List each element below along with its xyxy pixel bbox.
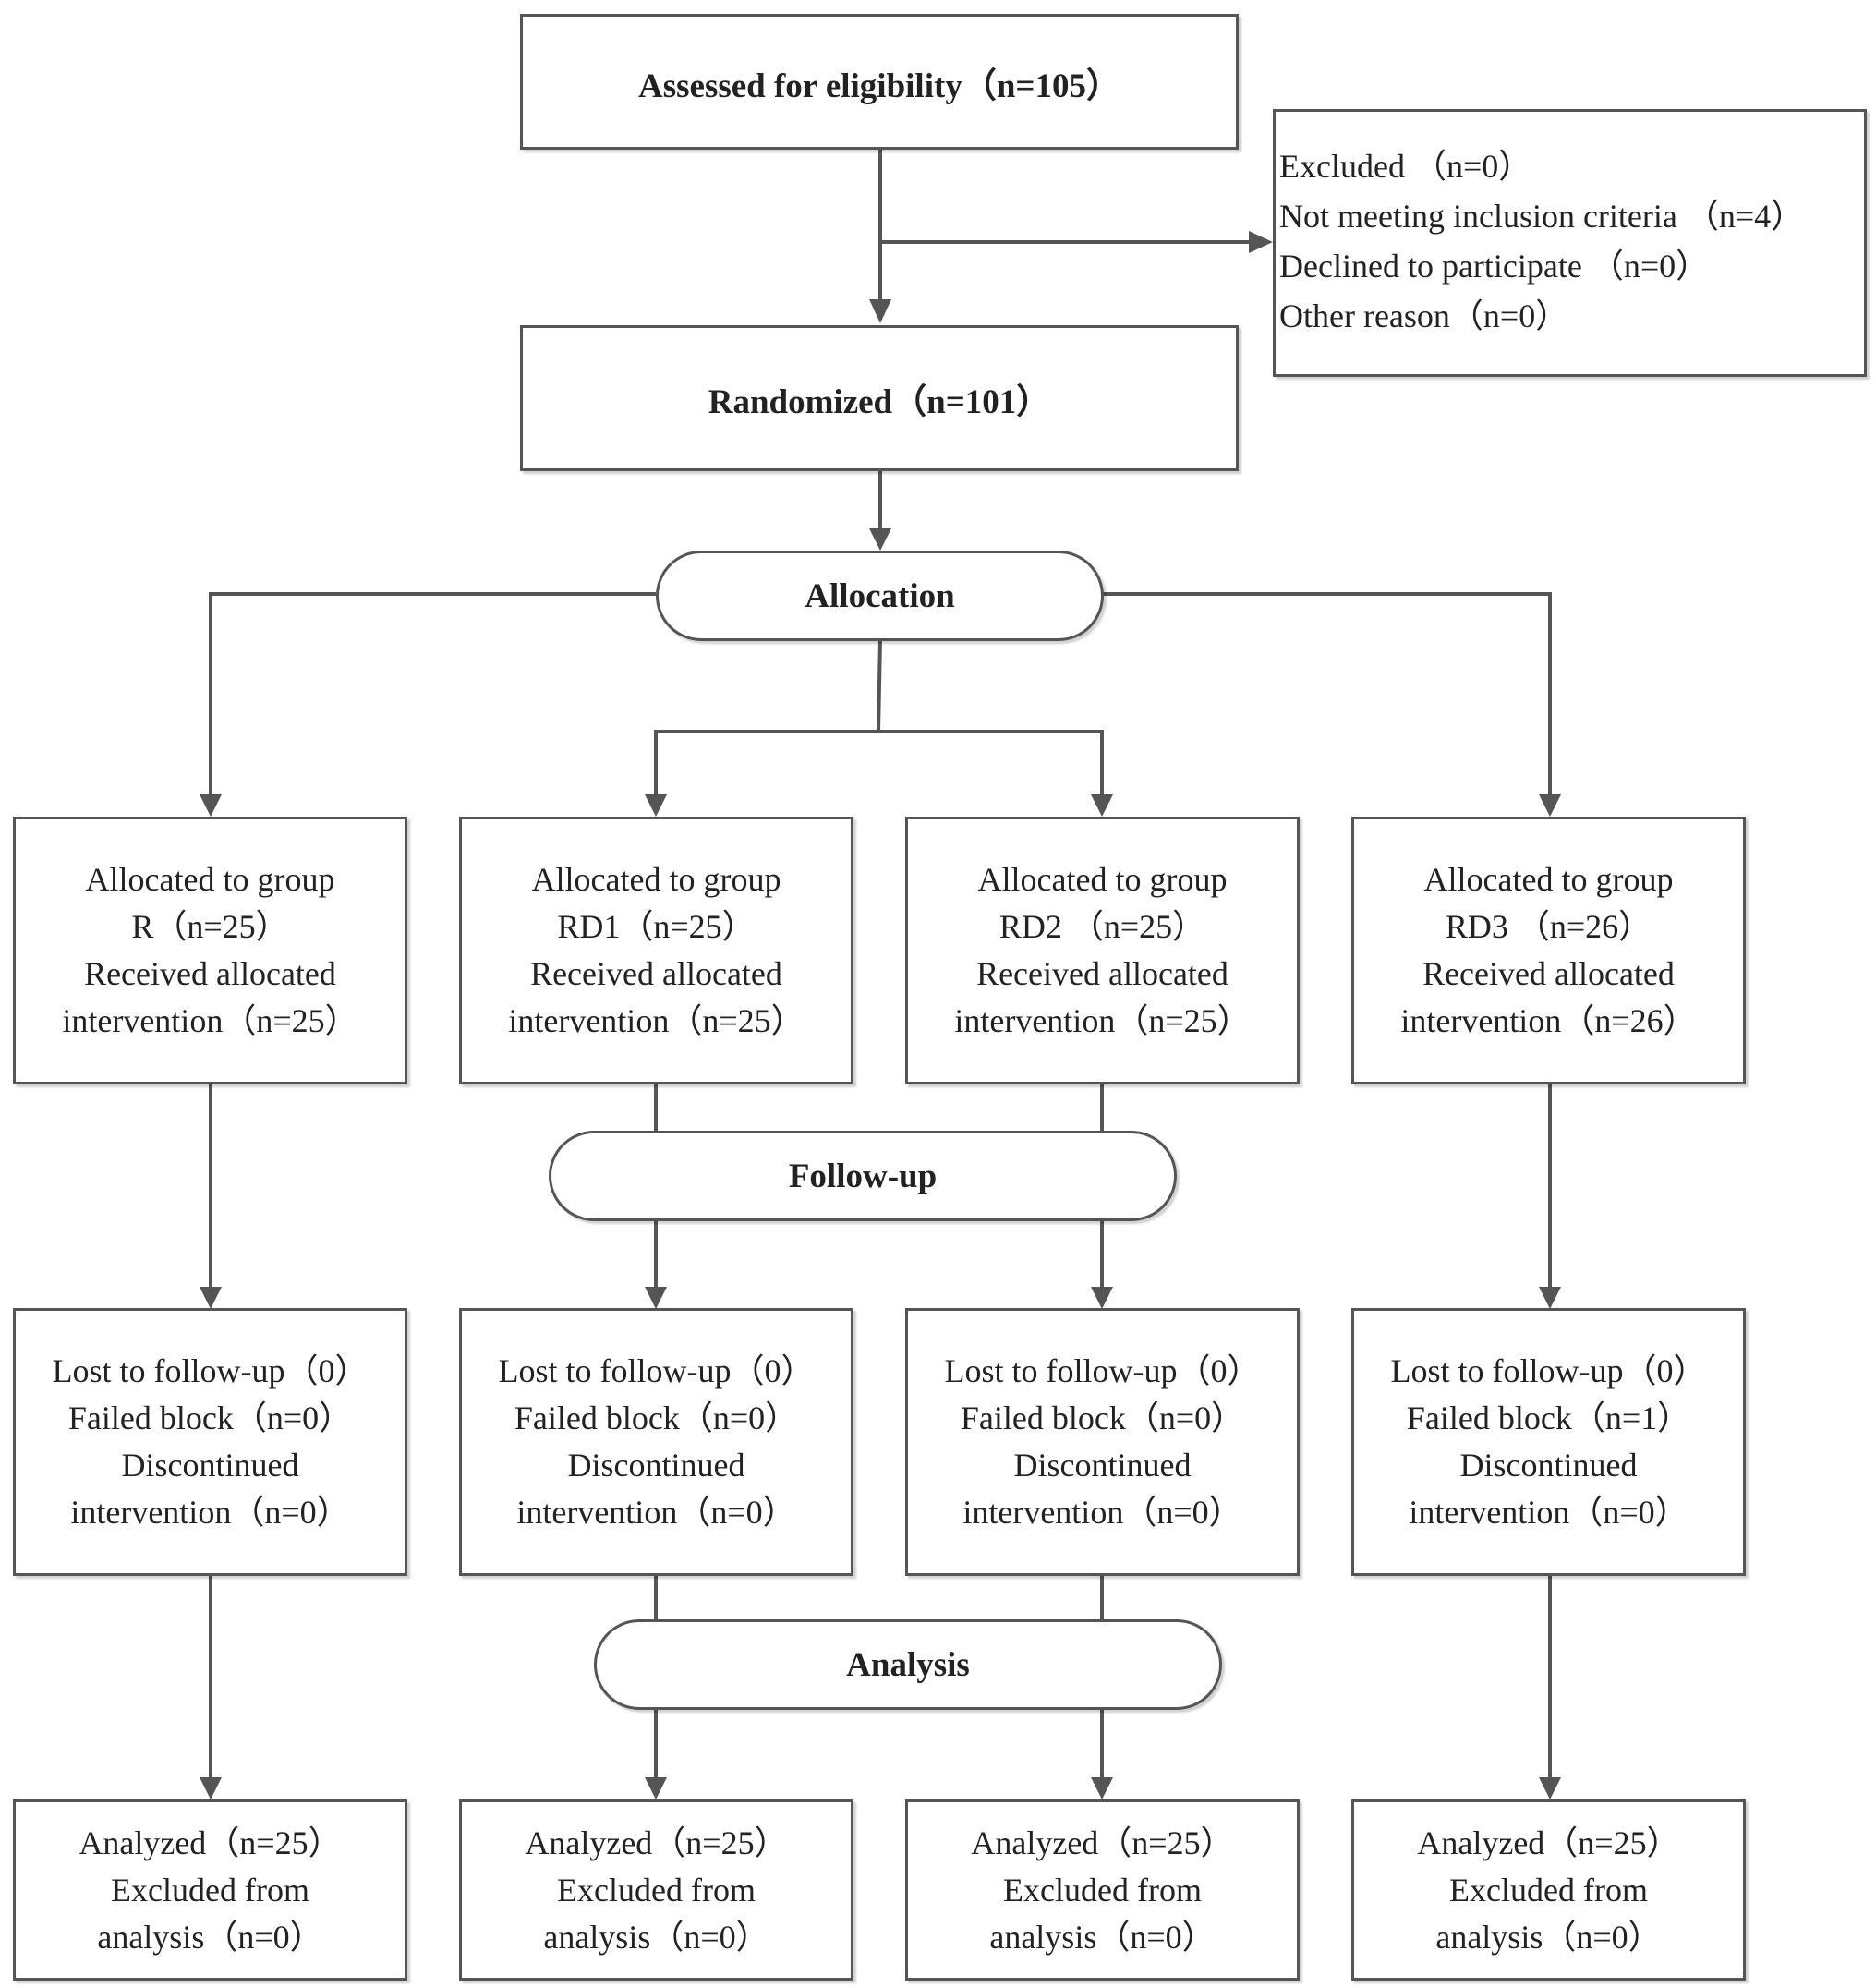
- allocated-line: Allocated to group: [977, 861, 1228, 898]
- allocated-line: Allocated to group: [85, 861, 335, 898]
- failed-block-line: Failed block（n=1）: [1406, 1399, 1691, 1436]
- arrowhead-analysis-rd3: [1539, 1777, 1561, 1799]
- analysis-count-line: analysis（n=0）: [989, 1918, 1216, 1956]
- intervention-line: intervention（n=0）: [1409, 1494, 1688, 1531]
- group-line: RD1（n=25）: [557, 908, 756, 945]
- arrowhead-analysis-rd1: [645, 1777, 667, 1799]
- allocated-line: Allocated to group: [1423, 861, 1674, 898]
- received-line: Received allocated: [84, 955, 336, 992]
- excluded-line: Excluded （n=0）: [1279, 148, 1532, 185]
- analyzed-line: Analyzed（n=25）: [971, 1823, 1234, 1861]
- connector-allocation-stem: [877, 638, 882, 733]
- excluded-from-line: Excluded from: [111, 1871, 309, 1908]
- excluded-from-line: Excluded from: [1003, 1871, 1202, 1908]
- analyzed-line: Analyzed（n=25）: [525, 1823, 788, 1861]
- discontinued-line: Discontinued: [567, 1447, 745, 1484]
- intervention-line: intervention（n=0）: [962, 1494, 1242, 1531]
- connector-allocation-group-rd3: [1102, 592, 1552, 800]
- arrowhead-analysis-r: [200, 1777, 222, 1799]
- intervention-line: intervention（n=25）: [508, 1002, 805, 1039]
- not-meeting-criteria-line: Not meeting inclusion criteria （n=4）: [1279, 198, 1805, 235]
- arrowhead-group-rd1: [645, 794, 667, 817]
- failed-block-line: Failed block（n=0）: [960, 1399, 1245, 1436]
- arrowhead-randomized: [869, 299, 891, 323]
- group-r-follow-up-box: Lost to follow-up（0） Failed block（n=0） D…: [13, 1308, 407, 1576]
- assessed-box: Assessed for eligibility（n=105）: [520, 14, 1239, 150]
- lost-to-follow-up-line: Lost to follow-up（0）: [52, 1352, 369, 1389]
- allocation-label: Allocation: [805, 576, 955, 615]
- analysis-count-line: analysis（n=0）: [1435, 1918, 1662, 1956]
- excluded-box: Excluded （n=0） Not meeting inclusion cri…: [1273, 109, 1867, 377]
- analyzed-line: Analyzed（n=25）: [79, 1823, 342, 1861]
- intervention-line: intervention（n=25）: [954, 1002, 1251, 1039]
- arrowhead-follow-rd2: [1091, 1287, 1113, 1309]
- allocation-stage: Allocation: [656, 551, 1104, 641]
- group-line: RD3 （n=26）: [1445, 908, 1652, 945]
- follow-up-stage: Follow-up: [549, 1131, 1177, 1221]
- group-rd1-analysis-box: Analyzed（n=25） Excluded from analysis（n=…: [459, 1799, 853, 1981]
- arrowhead-allocation: [869, 528, 891, 551]
- received-line: Received allocated: [1422, 955, 1675, 992]
- analysis-count-line: analysis（n=0）: [543, 1918, 769, 1956]
- discontinued-line: Discontinued: [1459, 1447, 1638, 1484]
- intervention-line: intervention（n=0）: [70, 1494, 350, 1531]
- declined-line: Declined to participate （n=0）: [1279, 248, 1710, 285]
- connector-allocation-group-r: [209, 592, 656, 800]
- failed-block-line: Failed block（n=0）: [514, 1399, 799, 1436]
- group-rd3-follow-up-box: Lost to follow-up（0） Failed block（n=1） D…: [1351, 1308, 1746, 1576]
- group-rd3-analysis-box: Analyzed（n=25） Excluded from analysis（n=…: [1351, 1799, 1746, 1981]
- lost-to-follow-up-line: Lost to follow-up（0）: [944, 1352, 1261, 1389]
- intervention-line: intervention（n=25）: [62, 1002, 358, 1039]
- arrowhead-follow-r: [200, 1287, 222, 1309]
- arrowhead-analysis-rd2: [1091, 1777, 1113, 1799]
- arrowhead-follow-rd1: [645, 1287, 667, 1309]
- randomized-box: Randomized（n=101）: [520, 325, 1239, 471]
- group-r-analysis-box: Analyzed（n=25） Excluded from analysis（n=…: [13, 1799, 407, 1981]
- analysis-label: Analysis: [846, 1645, 970, 1684]
- analysis-stage: Analysis: [594, 1619, 1222, 1710]
- arrowhead-group-r: [200, 794, 222, 817]
- failed-block-line: Failed block（n=0）: [67, 1399, 353, 1436]
- lost-to-follow-up-line: Lost to follow-up（0）: [1390, 1352, 1707, 1389]
- group-rd1-follow-up-box: Lost to follow-up（0） Failed block（n=0） D…: [459, 1308, 853, 1576]
- arrowhead-group-rd3: [1539, 794, 1561, 817]
- group-line: R（n=25）: [131, 908, 289, 945]
- other-reason-line: Other reason（n=0）: [1279, 297, 1569, 334]
- arrowhead-excluded: [1249, 231, 1273, 253]
- received-line: Received allocated: [976, 955, 1228, 992]
- analysis-count-line: analysis（n=0）: [97, 1918, 323, 1956]
- group-rd1-allocated-box: Allocated to group RD1（n=25） Received al…: [459, 817, 853, 1084]
- connector-allocation-inner: [654, 730, 1104, 800]
- discontinued-line: Discontinued: [121, 1447, 299, 1484]
- excluded-from-line: Excluded from: [557, 1871, 756, 1908]
- group-rd2-allocated-box: Allocated to group RD2 （n=25） Received a…: [905, 817, 1300, 1084]
- group-rd2-follow-up-box: Lost to follow-up（0） Failed block（n=0） D…: [905, 1308, 1300, 1576]
- follow-up-label: Follow-up: [788, 1157, 938, 1195]
- randomized-label: Randomized（n=101）: [708, 383, 1051, 421]
- group-r-allocated-box: Allocated to group R（n=25） Received allo…: [13, 817, 407, 1084]
- arrowhead-follow-rd3: [1539, 1287, 1561, 1309]
- group-rd3-allocated-box: Allocated to group RD3 （n=26） Received a…: [1351, 817, 1746, 1084]
- excluded-from-line: Excluded from: [1449, 1871, 1648, 1908]
- group-rd2-analysis-box: Analyzed（n=25） Excluded from analysis（n=…: [905, 1799, 1300, 1981]
- allocated-line: Allocated to group: [531, 861, 781, 898]
- received-line: Received allocated: [530, 955, 782, 992]
- discontinued-line: Discontinued: [1013, 1447, 1192, 1484]
- intervention-line: intervention（n=26）: [1400, 1002, 1697, 1039]
- lost-to-follow-up-line: Lost to follow-up（0）: [498, 1352, 815, 1389]
- assessed-label: Assessed for eligibility（n=105）: [638, 67, 1120, 105]
- analyzed-line: Analyzed（n=25）: [1417, 1823, 1680, 1861]
- group-line: RD2 （n=25）: [999, 908, 1206, 945]
- arrowhead-group-rd2: [1091, 794, 1113, 817]
- intervention-line: intervention（n=0）: [516, 1494, 796, 1531]
